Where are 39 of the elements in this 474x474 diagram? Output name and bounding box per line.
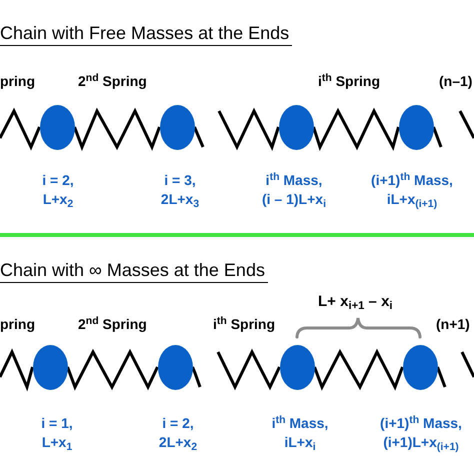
mass-circle bbox=[402, 344, 438, 390]
mass-circle bbox=[398, 104, 434, 150]
spring bbox=[312, 108, 400, 152]
spring bbox=[0, 348, 34, 392]
mass-circle bbox=[280, 344, 314, 390]
spring-label: pring bbox=[0, 72, 35, 90]
spring-label: (n+1) bbox=[436, 315, 470, 333]
spring bbox=[191, 366, 202, 388]
section-title: Chain with Free Masses at the Ends bbox=[0, 22, 292, 46]
spring bbox=[73, 108, 161, 152]
brace-label: L+ x$_{i+1}$ – x$_{i}$ bbox=[318, 293, 393, 311]
section-title: Chain with ∞ Masses at the Ends bbox=[0, 259, 268, 283]
mass-label: (i+1)$^{th}$ Mass, (i+1)L+x$_{(i+1)}$ bbox=[380, 414, 462, 452]
spring bbox=[436, 350, 474, 388]
spring bbox=[0, 108, 41, 151]
spring bbox=[216, 348, 281, 390]
mass-label: i = 3, 2L+x$_{3}$ bbox=[160, 171, 200, 209]
mass-label: i$^{th}$ Mass, iL+x$_{i}$ bbox=[272, 414, 328, 452]
mass-circle bbox=[278, 104, 314, 150]
mass-label: (i+1)$^{th}$ Mass, iL+x$_{(i+1)}$ bbox=[371, 171, 453, 209]
spring-label: pring bbox=[0, 315, 35, 333]
spring bbox=[432, 110, 474, 148]
mass-circle bbox=[32, 344, 68, 390]
spring-label: (n–1) bbox=[439, 72, 472, 90]
mass-circle bbox=[158, 344, 192, 390]
spring-label: i$^{th}$ Spring bbox=[213, 315, 276, 333]
mass-label: i = 2, L+x$_{2}$ bbox=[42, 171, 74, 209]
spring bbox=[193, 126, 204, 148]
spring-label: i$^{th}$ Spring bbox=[318, 72, 380, 90]
mass-label: i$^{th}$ Mass, (i – 1)L+x$_{i}$ bbox=[262, 171, 326, 209]
spring bbox=[66, 348, 159, 391]
mass-label: i = 2, 2L+x$_{2}$ bbox=[158, 414, 198, 452]
spring bbox=[313, 348, 404, 391]
spring bbox=[218, 108, 280, 151]
spring-label: 2$^{nd}$ Spring bbox=[78, 72, 147, 90]
spring-label: 2$^{nd}$ Spring bbox=[78, 315, 147, 333]
mass-circle bbox=[160, 104, 194, 150]
mass-label: i = 1, L+x$_{1}$ bbox=[41, 414, 73, 452]
mass-circle bbox=[40, 104, 74, 150]
